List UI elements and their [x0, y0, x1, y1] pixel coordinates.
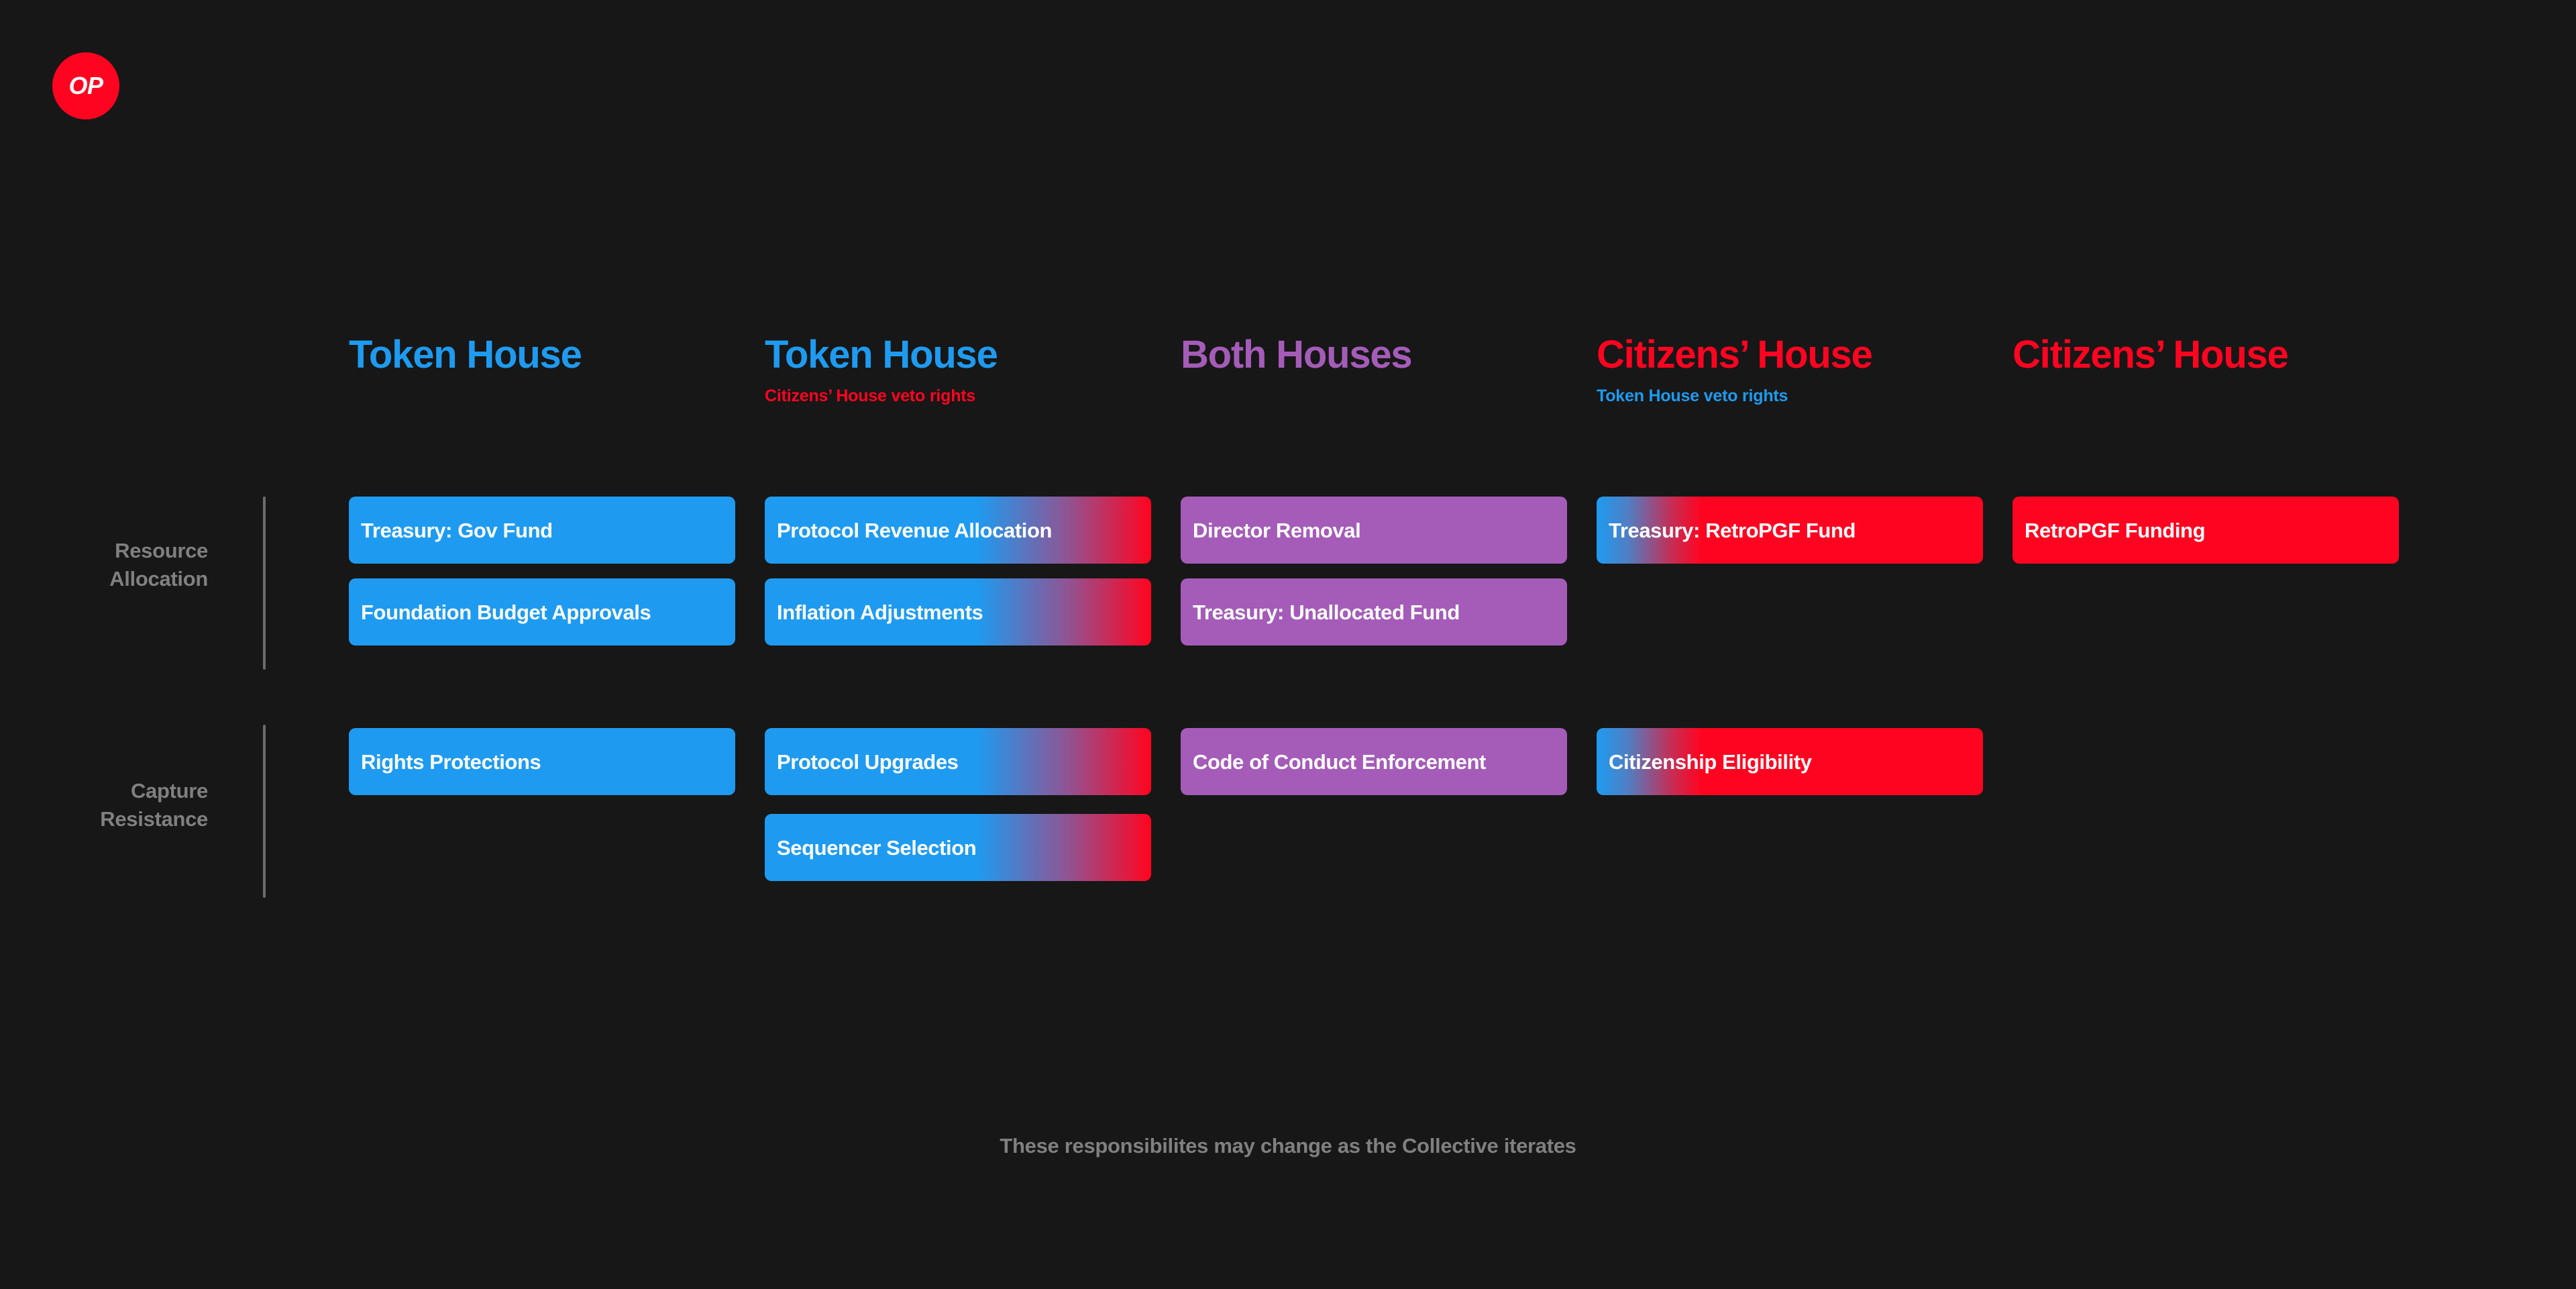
card-label: Director Removal: [1193, 518, 1361, 542]
card-label: Foundation Budget Approvals: [361, 600, 651, 624]
card-label: Protocol Upgrades: [777, 750, 959, 774]
card-treasury-retropgf-fund[interactable]: Treasury: RetroPGF Fund: [1597, 497, 1983, 564]
column-header-0: Token House: [349, 336, 818, 374]
row-label-capture-resistance: Capture Resistance: [54, 777, 208, 833]
card-foundation-budget-approvals[interactable]: Foundation Budget Approvals: [349, 578, 735, 646]
row-label-line1: Capture: [130, 779, 208, 803]
column-subtitle-1: Citizens’ House veto rights: [765, 386, 976, 405]
card-inflation-adjustments[interactable]: Inflation Adjustments: [765, 578, 1151, 646]
footer-note: These responsibilites may change as the …: [1000, 1134, 1576, 1157]
card-treasury-unallocated-fund[interactable]: Treasury: Unallocated Fund: [1181, 578, 1567, 646]
card-protocol-upgrades[interactable]: Protocol Upgrades: [765, 728, 1151, 795]
card-code-of-conduct-enforcement[interactable]: Code of Conduct Enforcement: [1181, 728, 1567, 795]
card-label: Treasury: RetroPGF Fund: [1609, 518, 1856, 542]
card-label: Treasury: Gov Fund: [361, 518, 553, 542]
card-treasury-gov-fund[interactable]: Treasury: Gov Fund: [349, 497, 735, 564]
column-title-4: Citizens’ House: [2012, 333, 2289, 376]
column-title-3: Citizens’ House: [1597, 333, 1873, 376]
card-protocol-revenue-allocation[interactable]: Protocol Revenue Allocation: [765, 497, 1151, 564]
card-label: Protocol Revenue Allocation: [777, 518, 1053, 542]
card-label: Sequencer Selection: [777, 835, 977, 860]
row-label-line2: Allocation: [109, 566, 208, 590]
card-rights-protections[interactable]: Rights Protections: [349, 728, 735, 795]
card-sequencer-selection[interactable]: Sequencer Selection: [765, 814, 1151, 881]
card-citizenship-eligibility[interactable]: Citizenship Eligibility: [1597, 728, 1983, 795]
card-label: Citizenship Eligibility: [1609, 750, 1812, 774]
column-title-1: Token House: [765, 333, 998, 376]
card-director-removal[interactable]: Director Removal: [1181, 497, 1567, 564]
column-header-1: Token House Citizens’ House veto rights: [765, 336, 1234, 406]
row-divider-resource-allocation: [263, 497, 266, 670]
card-label: Treasury: Unallocated Fund: [1193, 600, 1460, 624]
card-label: Code of Conduct Enforcement: [1193, 750, 1486, 774]
card-label: Inflation Adjustments: [777, 600, 983, 624]
column-header-3: Citizens’ House Token House veto rights: [1597, 336, 2066, 406]
row-label-line1: Resource: [115, 539, 208, 562]
card-retropgf-funding[interactable]: RetroPGF Funding: [2012, 497, 2399, 564]
row-label-resource-allocation: Resource Allocation: [54, 537, 208, 593]
column-header-4: Citizens’ House: [2012, 336, 2482, 374]
op-logo-text: OP: [68, 72, 103, 99]
card-label: RetroPGF Funding: [2025, 518, 2206, 542]
column-title-2: Both Houses: [1181, 333, 1413, 376]
card-label: Rights Protections: [361, 750, 541, 774]
op-logo: OP: [52, 52, 119, 119]
row-label-line2: Resistance: [100, 807, 208, 831]
row-divider-capture-resistance: [263, 725, 266, 898]
column-title-0: Token House: [349, 333, 582, 376]
column-header-2: Both Houses: [1181, 336, 1650, 374]
column-subtitle-3: Token House veto rights: [1597, 386, 1788, 405]
